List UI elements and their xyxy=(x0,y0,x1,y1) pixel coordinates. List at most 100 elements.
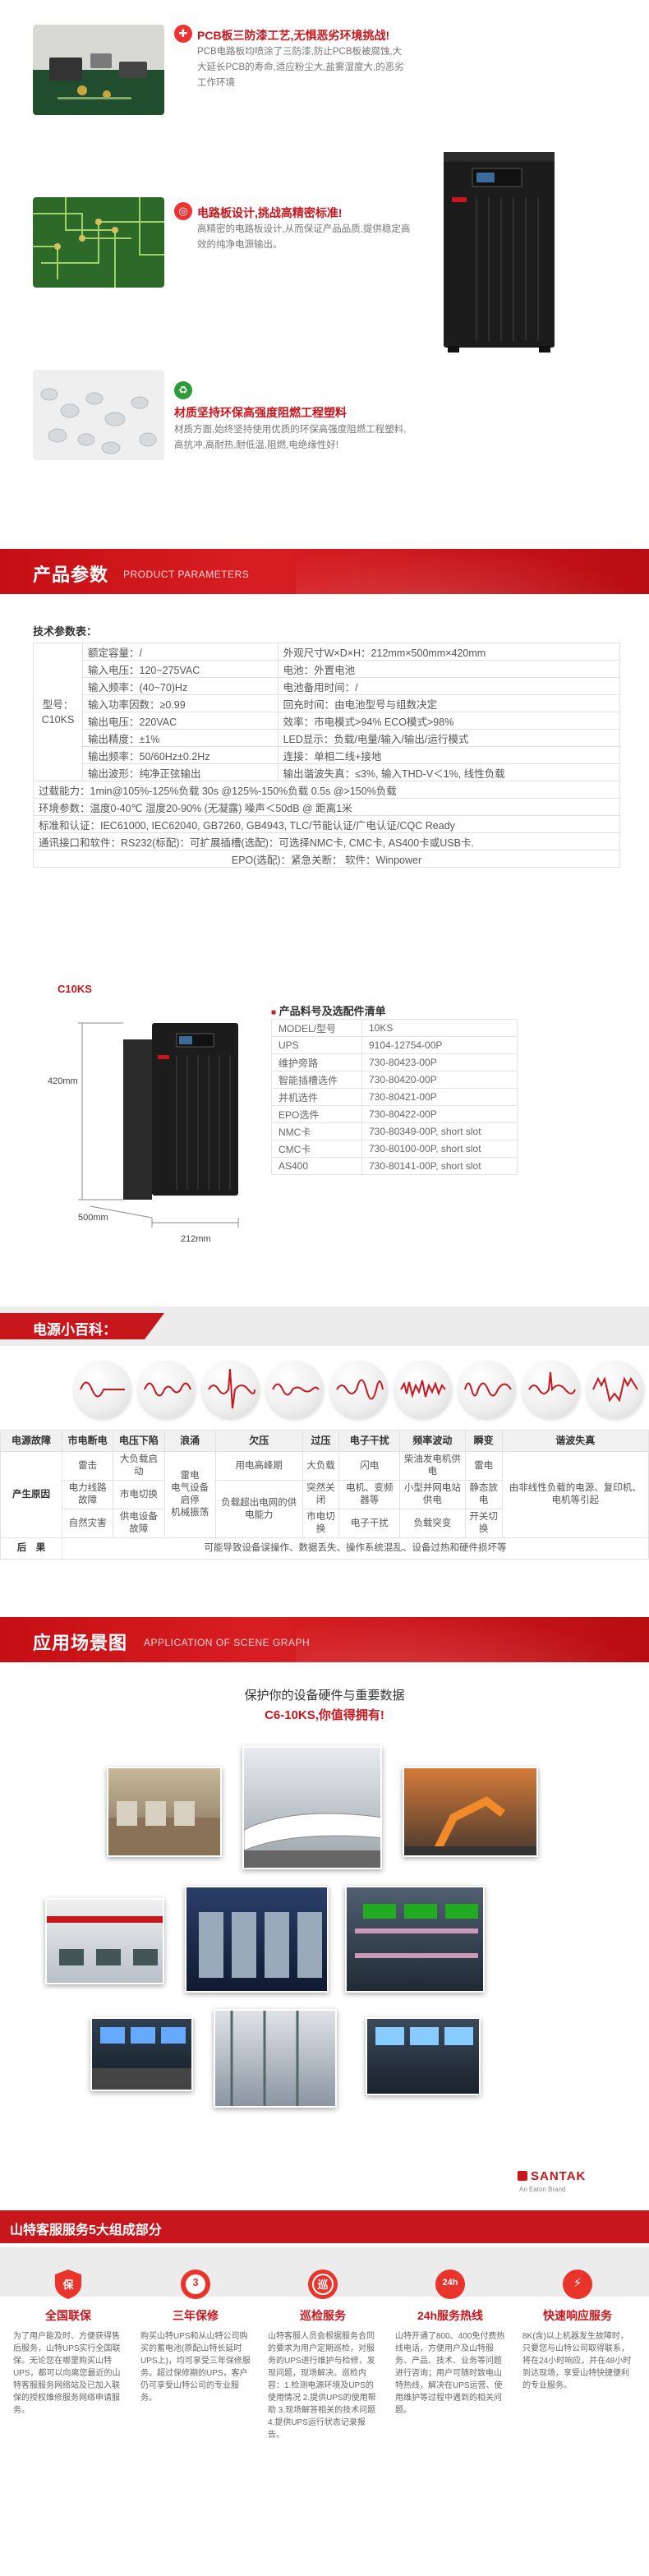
spec-cell: 电池：外置电池 xyxy=(277,660,621,678)
column-header: 电源故障 xyxy=(0,1430,62,1452)
table-row: 电力线路故障 市电切换 负载超出电网的供电能力 突然关闭 电机、变频器等 小型并… xyxy=(1,1480,649,1538)
cause-cell: 雷电 电气设备启停 机械振荡 xyxy=(163,1451,216,1538)
column-header: 谐波失真 xyxy=(501,1430,649,1452)
photo-office xyxy=(45,1898,164,1984)
cause-cell: 由非线性负载的电源、复印机、电机等引起 xyxy=(501,1451,649,1538)
scene-header-bar: 应用场景图 APPLICATION OF SCENE GRAPH xyxy=(0,1617,649,1662)
encyclopedia-title: 电源小百科： xyxy=(33,1322,117,1338)
model-label: 型号： xyxy=(42,698,74,711)
opt-cell: 并机选件 xyxy=(271,1088,362,1106)
spec-cell: 输出频率：50/60Hz±0.2Hz xyxy=(82,746,278,764)
cause-cell: 用电高峰期 xyxy=(214,1451,303,1481)
table-row: EPO(选配)：紧急关断： 软件：Winpower xyxy=(33,850,620,868)
cause-cell: 市电切换 xyxy=(113,1480,165,1509)
feature-title: 电路板设计,挑战高精密标准! xyxy=(197,206,343,219)
cause-cell: 电力线路故障 xyxy=(61,1480,114,1509)
opt-cell: 维护旁路 xyxy=(271,1053,362,1071)
encyclopedia-tag: 电源小百科： xyxy=(0,1313,164,1339)
scene-subtitle: 保护你的设备硬件与重要数据 xyxy=(244,1689,405,1703)
opt-cell: UPS xyxy=(271,1036,362,1054)
options-title: ■ 产品料号及选配件清单 xyxy=(271,1002,386,1018)
recycle-icon: ♻ xyxy=(174,381,192,399)
cause-cell: 电机、变频器等 xyxy=(338,1480,401,1509)
badge-text: ⚡ xyxy=(573,2276,582,2290)
feature-coating: ✚ PCB板三防漆工艺,无惧恶劣环境挑战! PCB电路板均喷涂了三防漆,防止PC… xyxy=(33,25,404,115)
params-header-subtitle: PRODUCT PARAMETERS xyxy=(123,569,250,580)
opt-cell: CMC卡 xyxy=(271,1140,362,1158)
service-name: 三年保修 xyxy=(173,2309,219,2322)
cause-cell: 突然关闭 xyxy=(301,1480,340,1509)
opt-cell: 730-80141-00P, short slot xyxy=(361,1157,518,1175)
photo-monitoring-center xyxy=(366,2017,481,2095)
params-header-title: 产品参数 xyxy=(33,565,109,585)
bullet-icon: ■ xyxy=(271,1008,277,1017)
scene-header-subtitle: APPLICATION OF SCENE GRAPH xyxy=(144,1637,311,1648)
photo-atm-row xyxy=(185,1886,329,1993)
row-label: 后 果 xyxy=(0,1537,62,1560)
spec-cell: LED显示：负载/电量/输入/输出/运行模式 xyxy=(277,729,621,747)
spec-cell: EPO(选配)：紧急关断： 软件：Winpower xyxy=(33,850,620,868)
service-text: 购买山特UPS和从山特公司购买的蓄电池(原配山特长延时UPS上)，均可享受三年保… xyxy=(140,2332,251,2403)
spec-cell: 输出谐波失真：≤3%, 输入THD-V＜1%, 线性负载 xyxy=(277,763,621,781)
service-text: 山特开通了800、400免付费热线电话，方便用户及山特服务、产品、技术、业务等问… xyxy=(395,2332,505,2415)
spec-cell: 外观尺寸W×D×H：212mm×500mm×420mm xyxy=(277,643,621,661)
opt-cell: 730-80420-00P xyxy=(361,1071,518,1089)
waveform-strip xyxy=(33,1361,644,1420)
waveform-ball-transient xyxy=(522,1361,580,1418)
column-header: 瞬变 xyxy=(464,1430,503,1452)
cause-cell: 大负载启动 xyxy=(113,1451,165,1481)
cause-cell: 雷击 xyxy=(61,1451,114,1481)
shield-badge-icon xyxy=(55,2270,81,2299)
table-row: 产生原因 雷击 大负载启动 雷电 电气设备启停 机械振荡 用电高峰期 大负载 闪… xyxy=(0,1451,649,1538)
column-header: 过压 xyxy=(301,1430,340,1452)
opt-cell: NMC卡 xyxy=(271,1122,362,1141)
spec-cell: 输入功率因数：≥0.99 xyxy=(82,694,278,712)
column-header: 频率波动 xyxy=(399,1430,466,1452)
lightning-badge-icon xyxy=(563,2270,592,2299)
cause-cell: 负载突变 xyxy=(399,1509,466,1538)
photo-bank-hall xyxy=(107,1767,222,1857)
coating-icon: ✚ xyxy=(174,25,192,43)
waveform-ball-surge xyxy=(202,1361,260,1418)
ups-dimension-drawing xyxy=(33,1019,239,1228)
options-section: C10KS 420mm 500mm 212mm xyxy=(0,970,649,1265)
cause-cell: 自然灾害 xyxy=(61,1509,114,1538)
plastic-pellets-photo xyxy=(33,370,164,460)
opt-cell: MODEL/型号 xyxy=(271,1019,362,1037)
cause-cell: 市电切换 xyxy=(301,1509,340,1538)
feature-desc: 材质方面,始终坚持使用优质的环保高强度阻燃工程塑料,高抗冲,高耐热,耐低温,阻燃… xyxy=(174,425,407,450)
cause-cell: 开关切换 xyxy=(464,1509,503,1538)
model-cell: 型号： C10KS xyxy=(33,643,83,781)
column-header: 市电断电 xyxy=(61,1430,114,1452)
feature-desc: PCB电路板均喷涂了三防漆,防止PCB板被腐蚀,大大延长PCB的寿命,适应粉尘大… xyxy=(197,47,404,88)
cause-cell: 小型并网电站供电 xyxy=(399,1480,466,1509)
params-header-bar: 产品参数 PRODUCT PARAMETERS xyxy=(0,549,649,594)
cause-cell: 大负载 xyxy=(301,1451,340,1481)
santak-logo-icon xyxy=(518,2171,527,2181)
waveform-ball-harmonic xyxy=(587,1361,644,1418)
spec-cell: 输出电压：220VAC xyxy=(82,712,278,730)
table-row: 环境参数：温度0-40℃ 湿度20-90% (无凝露) 噪声＜50dB @ 距离… xyxy=(33,798,620,816)
table-row: 型号： C10KS 额定容量：/ 外观尺寸W×D×H：212mm×500mm×4… xyxy=(33,643,621,781)
power-issue-table: 电源故障 市电断电 电压下陷 浪涌 欠压 过压 电子干扰 频率波动 瞬变 谐波失… xyxy=(0,1430,649,1560)
waveform-ball-outage xyxy=(74,1361,131,1418)
column-header: 欠压 xyxy=(214,1430,303,1452)
opt-cell: 730-80423-00P xyxy=(361,1053,518,1071)
table-row: 标准和认证：IEC61000, IEC62040, GB7260, GB4943… xyxy=(33,815,620,833)
circuit-board-photo xyxy=(33,197,164,288)
table-row: 输出波形：纯净正弦输出输出谐波失真：≤3%, 输入THD-V＜1%, 线性负载 xyxy=(34,763,621,781)
feature-desc: 高精密的电路板设计,从而保证产品品质,提供稳定高效的纯净电源输出。 xyxy=(197,224,411,250)
waveform-ball-frequency xyxy=(458,1361,516,1418)
table-row: 自然灾害 供电设备故障 市电切换 电子干扰 负载突变 开关切换 xyxy=(1,1509,649,1538)
photo-trading-floor xyxy=(345,1886,485,1993)
photo-server-rack xyxy=(214,2009,337,2108)
table-row: 输出精度：±1%LED显示：负载/电量/输入/输出/运行模式 xyxy=(34,729,621,747)
column-header: 电子干扰 xyxy=(338,1430,401,1452)
column-header: 浪涌 xyxy=(163,1430,216,1452)
service-title: 山特客服服务5大组成部分 xyxy=(10,2223,162,2237)
